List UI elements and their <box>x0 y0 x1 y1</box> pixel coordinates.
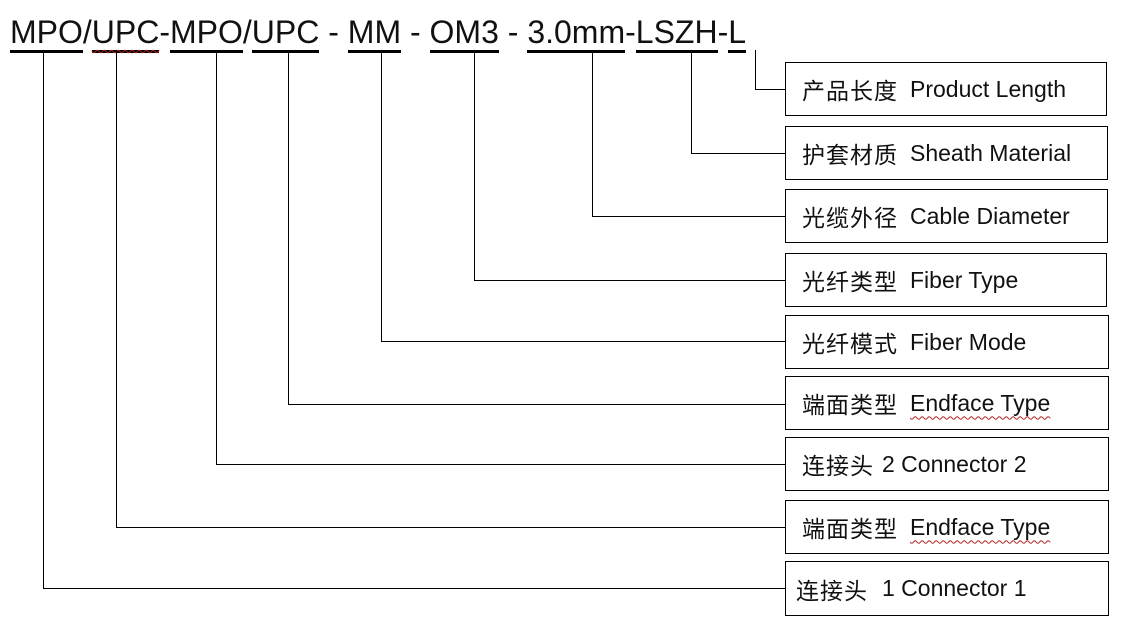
label-zh: 护套材质 <box>802 143 898 169</box>
leader-vertical-fiber-type <box>474 50 475 280</box>
code-segment-endface-2: UPC <box>251 14 320 53</box>
leader-vertical-endface-type-1 <box>116 50 117 527</box>
label-en: Fiber Type <box>910 266 1019 293</box>
leader-horizontal-fiber-type <box>474 280 785 281</box>
label-zh: 光缆外径 <box>802 206 898 232</box>
product-code: MPO/UPC-MPO/UPC - MM - OM3 - 3.0mm-LSZH-… <box>10 12 747 53</box>
leader-vertical-cable-diameter <box>592 50 593 216</box>
leader-horizontal-fiber-mode <box>381 341 785 342</box>
label-box-product-length: 产品长度 Product Length <box>785 62 1107 116</box>
leader-vertical-connector-1 <box>43 50 44 588</box>
label-en: Fiber Mode <box>910 328 1027 355</box>
label-en: Sheath Material <box>910 139 1072 166</box>
label-box-connector-2: 连接头 2 Connector 2 <box>785 437 1109 491</box>
label-box-sheath-material: 护套材质 Sheath Material <box>785 126 1108 180</box>
leader-horizontal-cable-diameter <box>592 216 785 217</box>
code-separator: - <box>625 14 636 50</box>
leader-vertical-product-length <box>755 50 756 89</box>
leader-horizontal-endface-type-1 <box>116 527 785 528</box>
code-segment-fiber-mode: MM <box>347 14 402 53</box>
leader-horizontal-product-length <box>755 89 785 90</box>
code-segment-endface-1: UPC <box>91 14 160 53</box>
label-box-cable-diameter: 光缆外径 Cable Diameter <box>785 189 1108 243</box>
label-box-fiber-mode: 光纤模式 Fiber Mode <box>785 315 1109 369</box>
code-separator: - <box>401 14 430 50</box>
label-en: Endface Type <box>910 389 1051 416</box>
label-zh: 连接头 <box>802 454 874 480</box>
leader-vertical-sheath-material <box>691 50 692 153</box>
code-separator: / <box>82 14 92 50</box>
code-segment-sheath-material: LSZH <box>635 14 718 53</box>
label-box-connector-1: 连接头 1 Connector 1 <box>785 561 1109 616</box>
label-zh: 连接头 <box>796 578 868 605</box>
code-segment-connector-1: MPO <box>10 14 83 53</box>
label-zh: 产品长度 <box>802 79 898 105</box>
label-en: Cable Diameter <box>910 202 1070 229</box>
code-segment-product-length: L <box>728 14 747 53</box>
leader-horizontal-connector-1 <box>43 588 785 589</box>
leader-vertical-connector-2 <box>216 50 217 464</box>
label-box-fiber-type: 光纤类型 Fiber Type <box>785 253 1107 307</box>
code-separator: / <box>242 14 252 50</box>
leader-vertical-fiber-mode <box>381 50 382 341</box>
code-separator: - <box>717 14 729 50</box>
label-en: 2 Connector 2 <box>882 450 1027 477</box>
label-box-endface-type-1: 端面类型 Endface Type <box>785 500 1109 554</box>
leader-vertical-endface-type-2 <box>288 50 289 404</box>
code-separator: - <box>498 14 528 50</box>
leader-horizontal-connector-2 <box>216 464 785 465</box>
label-zh: 光纤模式 <box>802 332 898 358</box>
code-segment-cable-diameter: 3.0mm <box>527 14 626 53</box>
label-box-endface-type-2: 端面类型 Endface Type <box>785 376 1109 430</box>
leader-horizontal-endface-type-2 <box>288 404 785 405</box>
code-separator: - <box>319 14 348 50</box>
label-zh: 端面类型 <box>802 393 898 419</box>
label-en: Product Length <box>910 75 1067 102</box>
label-en: 1 Connector 1 <box>882 575 1027 601</box>
code-segment-fiber-type: OM3 <box>429 14 499 53</box>
leader-horizontal-sheath-material <box>691 153 785 154</box>
code-segment-connector-2: MPO <box>170 14 243 53</box>
label-zh: 端面类型 <box>802 517 898 543</box>
code-separator: - <box>159 14 170 50</box>
label-en: Endface Type <box>910 513 1051 540</box>
label-zh: 光纤类型 <box>802 270 898 296</box>
